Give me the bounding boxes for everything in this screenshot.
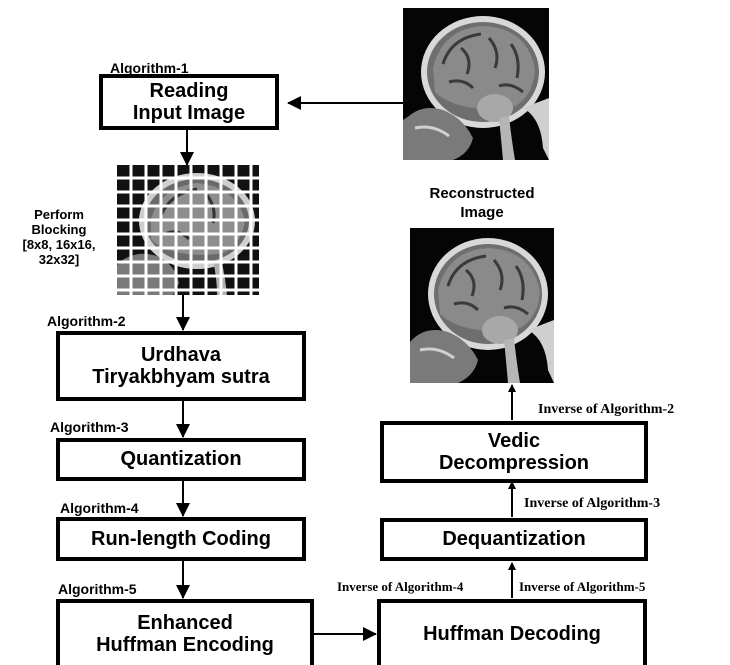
inverse-algorithm-2-label: Inverse of Algorithm-2	[538, 402, 675, 417]
inverse-algorithm-3-label: Inverse of Algorithm-3	[524, 496, 661, 511]
algorithm-3-label: Algorithm-3	[50, 419, 129, 435]
vedic-decompression-box: Vedic Decompression	[380, 421, 648, 483]
vedic-decompression-text: Vedic Decompression	[438, 429, 590, 474]
urdhava-tiryakbhyam-sutra-box: Urdhava Tiryakbhyam sutra	[56, 331, 306, 401]
algorithm-4-label: Algorithm-4	[60, 500, 139, 516]
perform-blocking-label: Perform Blocking [8x8, 16x16, 32x32]	[22, 207, 96, 267]
reconstructed-brain-mri-icon	[410, 228, 554, 383]
dequantization-text: Dequantization	[442, 528, 586, 551]
reading-input-image-text: Reading Input Image	[132, 79, 246, 124]
quantization-box: Quantization	[56, 438, 306, 481]
algorithm-1-label: Algorithm-1	[110, 60, 189, 76]
reconstructed-image	[410, 228, 554, 383]
enhanced-huffman-encoding-box: Enhanced Huffman Encoding	[56, 599, 314, 665]
algorithm-5-label: Algorithm-5	[58, 581, 137, 597]
huffman-decoding-text: Huffman Decoding	[423, 622, 601, 645]
urdhava-tiryakbhyam-sutra-text: Urdhava Tiryakbhyam sutra	[92, 343, 270, 388]
reconstructed-image-label: Reconstructed Image	[429, 185, 535, 221]
quantization-text: Quantization	[120, 448, 242, 471]
brain-mri-icon	[403, 8, 549, 160]
run-length-coding-box: Run-length Coding	[56, 517, 306, 561]
blocked-brain-mri-icon	[117, 165, 259, 295]
algorithm-2-label: Algorithm-2	[47, 313, 126, 329]
inverse-algorithm-5-label: Inverse of Algorithm-5	[519, 579, 646, 594]
run-length-coding-text: Run-length Coding	[91, 527, 271, 550]
huffman-decoding-box: Huffman Decoding	[377, 599, 647, 665]
inverse-algorithm-4-label: Inverse of Algorithm-4	[337, 579, 464, 594]
dequantization-box: Dequantization	[380, 518, 648, 561]
input-image	[403, 8, 549, 160]
reading-input-image-box: Reading Input Image	[99, 74, 279, 130]
blocked-image	[117, 165, 259, 295]
enhanced-huffman-encoding-text: Enhanced Huffman Encoding	[96, 611, 274, 656]
